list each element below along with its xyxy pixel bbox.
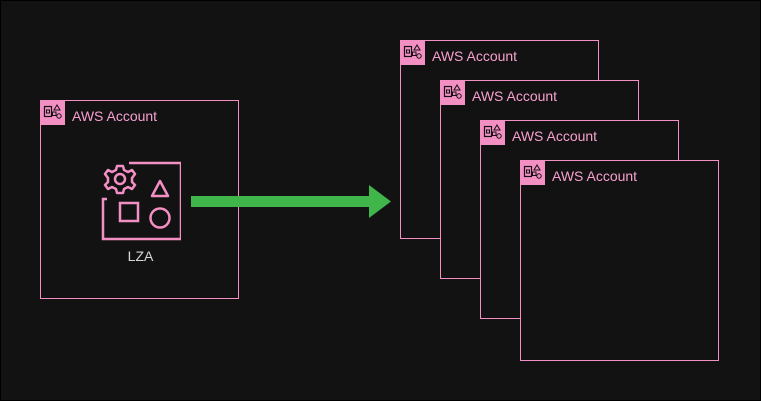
lza-label: LZA	[127, 248, 154, 264]
aws-account-icon	[521, 161, 545, 185]
aws-account-icon	[401, 41, 425, 65]
arrow-right-icon	[191, 185, 393, 224]
aws-account-icon	[441, 81, 465, 105]
target-account-4[interactable]: AWS Account	[520, 160, 719, 361]
lza-resources-icon	[101, 161, 183, 241]
account-label: AWS Account	[432, 48, 518, 64]
account-label: AWS Account	[472, 88, 558, 104]
account-label: AWS Account	[552, 168, 638, 184]
aws-account-icon	[481, 121, 505, 145]
aws-account-icon	[41, 101, 65, 125]
account-label: AWS Account	[72, 108, 158, 124]
account-label: AWS Account	[512, 128, 598, 144]
